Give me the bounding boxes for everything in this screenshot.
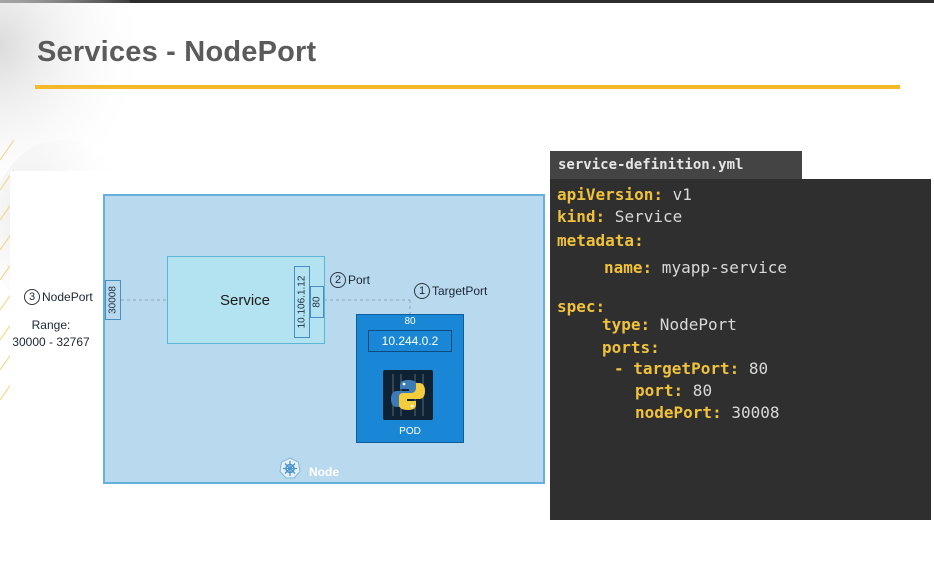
code-line: apiVersion: v1 <box>557 185 692 204</box>
title-underline <box>35 85 900 89</box>
code-key: name: <box>604 258 653 277</box>
code-value: 30008 <box>721 403 780 422</box>
code-line: nodePort: 30008 <box>635 403 780 422</box>
code-key: kind: <box>557 207 606 226</box>
code-value: NodePort <box>650 315 737 334</box>
code-line: port: 80 <box>635 381 712 400</box>
nodeport-number: 3 <box>24 289 40 305</box>
pod-ip-box: 10.244.0.2 <box>368 330 452 352</box>
code-value: Service <box>605 207 683 226</box>
code-value: 80 <box>683 381 713 400</box>
code-key: metadata: <box>557 231 644 250</box>
port-number: 2 <box>330 272 346 288</box>
range-value: 30000 - 32767 <box>12 335 90 349</box>
code-line: kind: Service <box>557 207 682 226</box>
service-box <box>167 256 325 344</box>
nodeport-callout: 3 NodePort <box>24 289 93 305</box>
file-name-tab: service-definition.yml <box>550 151 802 179</box>
nodeport-label: NodePort <box>42 290 93 304</box>
code-line: ports: <box>602 338 660 357</box>
port-label: Port <box>348 273 371 287</box>
port-callout: 2 Port <box>330 272 370 288</box>
targetport-callout: 1 TargetPort <box>414 283 487 299</box>
code-key: nodePort: <box>635 403 722 422</box>
code-key: port: <box>635 381 684 400</box>
code-key: type: <box>602 315 651 334</box>
service-label: Service <box>220 292 271 309</box>
code-key: spec: <box>557 297 606 316</box>
pod-port: 80 <box>404 316 416 327</box>
service-ip: 10.106.1.12 <box>296 275 308 329</box>
code-value: v1 <box>662 185 692 204</box>
kubernetes-icon <box>279 457 301 479</box>
range-text: Range: 30000 - 32767 <box>0 317 102 351</box>
code-key: apiVersion: <box>557 185 663 204</box>
code-line: metadata: <box>557 231 644 250</box>
node-label: Node <box>309 465 339 479</box>
nodeport-value: 30008 <box>107 286 119 314</box>
range-label: Range: <box>31 318 71 332</box>
code-panel <box>550 179 931 520</box>
code-value: 80 <box>739 359 769 378</box>
service-ip-box: 10.106.1.12 <box>294 266 310 338</box>
pod-label: POD <box>399 426 421 437</box>
slide-title: Services - NodePort <box>37 36 317 68</box>
code-key: - targetPort: <box>614 359 740 378</box>
top-bar <box>0 0 934 3</box>
code-line: spec: <box>557 297 605 316</box>
pod-ip: 10.244.0.2 <box>381 334 439 348</box>
code-value: myapp-service <box>652 258 788 277</box>
code-line: name: myapp-service <box>604 258 787 277</box>
python-icon <box>383 370 433 420</box>
file-name: service-definition.yml <box>558 157 744 173</box>
code-line: type: NodePort <box>602 315 737 334</box>
service-port: 80 <box>311 296 323 308</box>
targetport-label: TargetPort <box>432 284 488 298</box>
code-line: - targetPort: 80 <box>614 359 768 378</box>
code-key: ports: <box>602 338 660 357</box>
nodeport-port-box: 30008 <box>105 280 121 320</box>
service-port-box: 80 <box>310 286 324 318</box>
targetport-number: 1 <box>414 283 430 299</box>
